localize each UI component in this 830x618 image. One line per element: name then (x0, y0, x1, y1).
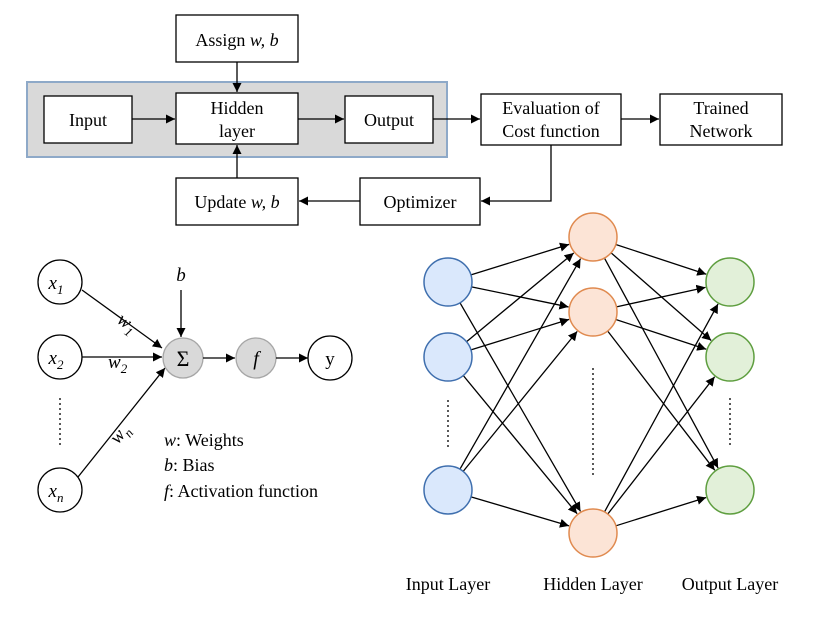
edge-input3-to-hidden3 (470, 496, 570, 528)
edge-input2-to-hidden1 (466, 252, 575, 343)
weight-edge-1 (81, 289, 163, 349)
output-layer-node-2 (705, 332, 755, 382)
edge-input3-to-hidden2 (462, 330, 578, 472)
cost-evaluation-label-line2: Cost function (502, 121, 600, 141)
input-layer-node-1 (423, 257, 473, 307)
input-node-x1 (37, 259, 83, 305)
edge-hidden2-to-output1 (616, 284, 706, 308)
neuron-output-label: y (325, 349, 335, 370)
edge-hidden3-to-output3 (615, 495, 707, 527)
hidden-layer-label-line1: Hidden (211, 98, 264, 118)
edge-input1-to-hidden3 (459, 302, 582, 512)
hidden-layer-node-2 (568, 287, 618, 337)
assign-weights-box (175, 14, 299, 63)
network-diagram: Input Layer Hidden Layer Output Layer (406, 212, 778, 594)
input-node-xn (37, 467, 83, 513)
edge-hidden3-to-output1 (603, 303, 719, 513)
legend-bias: b: Bias (164, 455, 215, 475)
edge-hidden2-to-output2 (615, 318, 707, 351)
input-layer-label: Input Layer (406, 574, 490, 594)
neuron-output-node (307, 335, 353, 381)
trained-network-label-line1: Trained (693, 98, 748, 118)
activation-symbol: f (253, 348, 261, 370)
legend-activation: f: Activation function (164, 481, 318, 501)
arrow-cost-to-optimizer (481, 145, 552, 206)
input-label: Input (69, 110, 107, 130)
neuron-model: x1 x2 xn w1 w2 wn b Σ f y w: Weights b: … (37, 259, 353, 513)
assign-weights-label: Assign w, b (195, 30, 278, 50)
summation-symbol: Σ (177, 346, 190, 371)
trained-network-label-line2: Network (690, 121, 753, 141)
output-label: Output (364, 110, 414, 130)
input-layer-node-3 (423, 465, 473, 515)
cost-evaluation-label-line1: Evaluation of (502, 98, 599, 118)
output-layer-label: Output Layer (682, 574, 778, 594)
bias-label: b (176, 265, 186, 286)
weight-label-w2: w2 (108, 352, 128, 376)
output-layer-node-3 (705, 465, 755, 515)
weight-label-w1: w1 (111, 309, 141, 340)
output-layer-node-1 (705, 257, 755, 307)
network-edges (459, 242, 719, 528)
hidden-layer-node-1 (568, 212, 618, 262)
training-flowchart: Assign w, b Input Hidden layer Output Ev… (26, 14, 783, 226)
input-box (43, 95, 133, 144)
network-nodes (423, 212, 755, 558)
hidden-layer-label-line2: layer (219, 121, 255, 141)
legend-weights: w: Weights (164, 430, 244, 450)
edge-hidden2-to-output3 (607, 330, 716, 471)
input-node-x2-label: x2 (48, 348, 64, 372)
update-weights-box (175, 177, 299, 226)
edge-hidden3-to-output2 (607, 376, 716, 515)
update-weights-label: Update w, b (194, 192, 279, 212)
weight-edge-n (77, 367, 166, 478)
trained-network-box (659, 93, 783, 146)
weight-label-wn: wn (106, 420, 137, 450)
output-box (344, 95, 434, 144)
optimizer-label: Optimizer (384, 192, 457, 212)
edge-input2-to-hidden2 (470, 317, 570, 351)
cost-evaluation-box (480, 93, 622, 146)
edge-hidden1-to-output1 (615, 243, 707, 276)
hidden-layer-label: Hidden Layer (543, 574, 642, 594)
input-node-x1-label: x1 (48, 273, 64, 297)
edge-input2-to-hidden3 (462, 375, 578, 515)
edge-hidden1-to-output3 (603, 257, 719, 469)
edge-input1-to-hidden1 (470, 242, 570, 276)
edge-input3-to-hidden1 (459, 258, 582, 470)
input-layer-node-2 (423, 332, 473, 382)
hidden-layer-node-3 (568, 508, 618, 558)
input-node-xn-label: xn (48, 481, 64, 505)
